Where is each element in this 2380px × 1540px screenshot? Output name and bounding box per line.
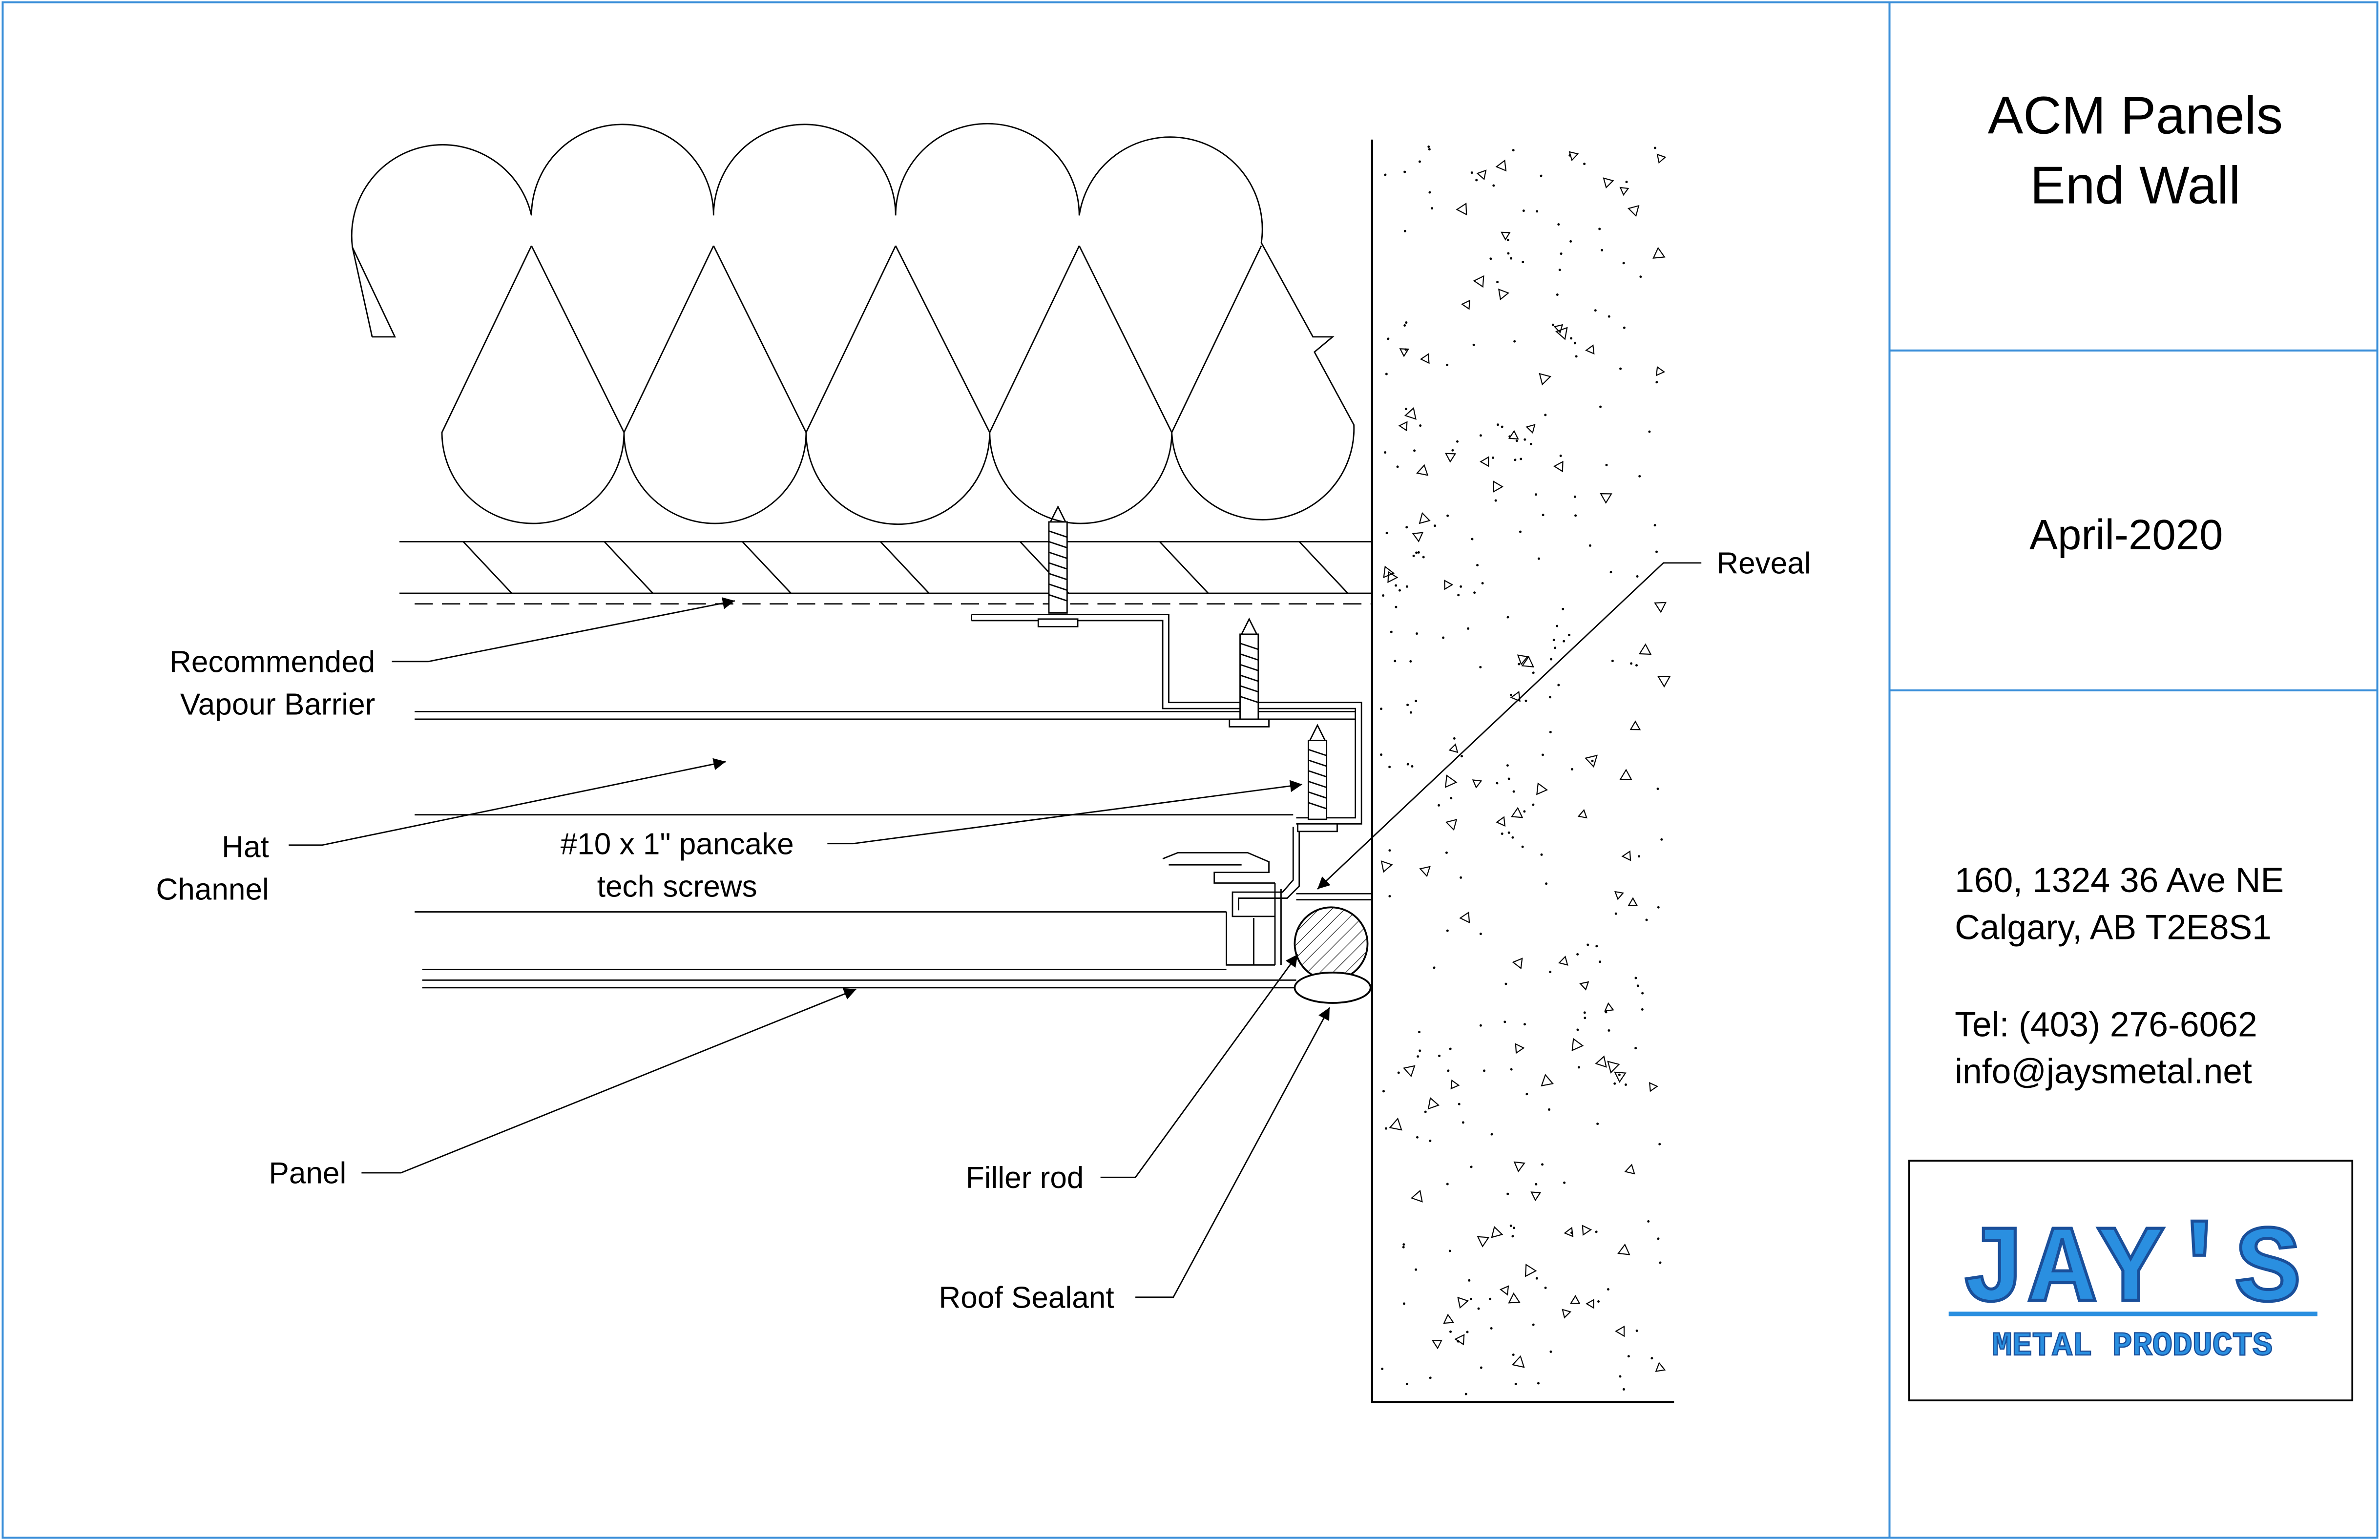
label-roof-sealant: Roof Sealant — [939, 1281, 1114, 1315]
screw-middle — [1229, 617, 1270, 728]
address-line-1: 160, 1324 36 Ave NE — [1955, 861, 2284, 900]
label-screws-1: #10 x 1" pancake — [561, 827, 794, 861]
logo-text-sub: METAL PRODUCTS — [1992, 1327, 2273, 1365]
label-vapour-barrier-1: Recommended — [169, 645, 375, 679]
label-vapour-barrier-2: Vapour Barrier — [180, 688, 375, 722]
address-line-2: Calgary, AB T2E8S1 — [1955, 908, 2272, 947]
roof-sealant — [1294, 971, 1372, 1004]
title-line-2: End Wall — [2030, 156, 2240, 215]
sheathing-board — [399, 541, 1372, 594]
concrete-wall — [1371, 139, 1674, 1403]
label-panel: Panel — [269, 1157, 346, 1190]
acm-panel — [422, 969, 1296, 989]
screw-lower — [1297, 724, 1338, 832]
filler-rod — [1294, 906, 1369, 981]
title-line-1: ACM Panels — [1988, 86, 2283, 145]
screw-upper — [1037, 505, 1079, 627]
drawing-date: April-2020 — [2029, 511, 2223, 559]
callout-labels: Recommended Vapour Barrier Hat Channel #… — [156, 547, 1811, 1315]
label-filler-rod: Filler rod — [966, 1161, 1084, 1195]
title-block: ACM Panels End Wall April-2020 160, 1324… — [1955, 86, 2284, 1091]
email-address: info@jaysmetal.net — [1955, 1052, 2252, 1091]
leader-lines — [289, 562, 1702, 1298]
phone-number: Tel: (403) 276-6062 — [1955, 1005, 2257, 1044]
company-logo: JAY'S METAL PRODUCTS — [1908, 1160, 2354, 1401]
label-reveal: Reveal — [1716, 547, 1811, 581]
batt-insulation — [351, 123, 1355, 525]
label-hat-channel-2: Channel — [156, 873, 269, 907]
label-hat-channel-1: Hat — [222, 831, 269, 864]
panel-extrusion — [1162, 827, 1372, 966]
hat-channel — [971, 614, 1362, 825]
layer-lines — [415, 710, 1356, 913]
label-screws-2: tech screws — [597, 870, 757, 903]
